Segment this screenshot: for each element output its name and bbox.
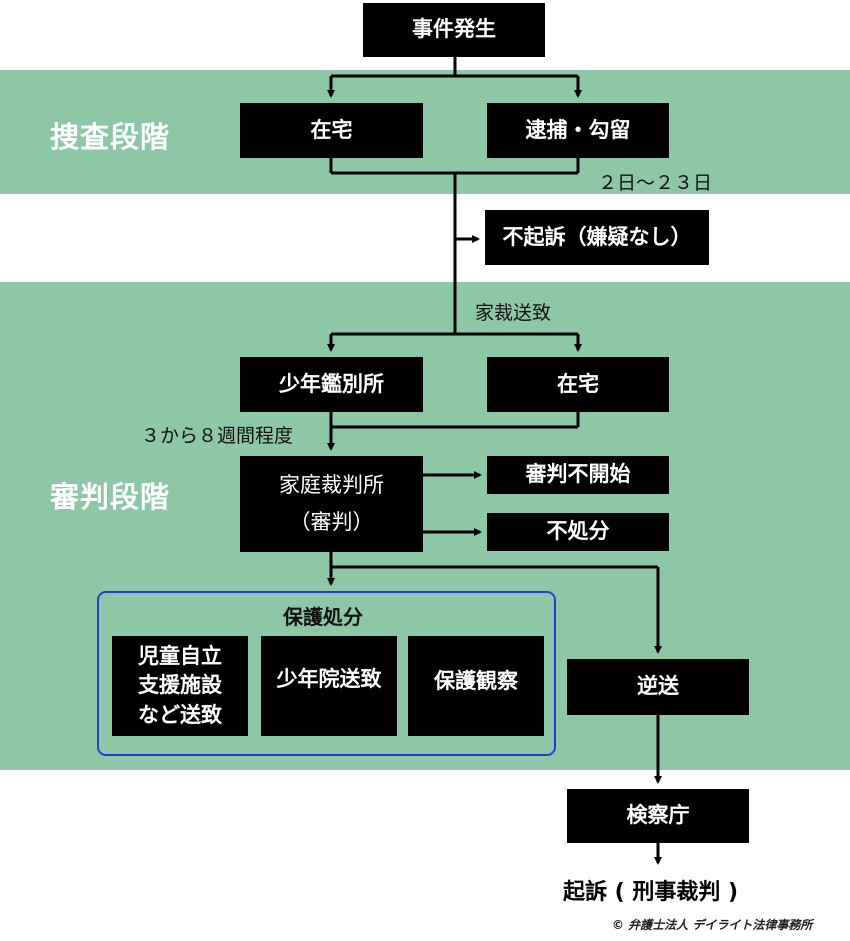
detention-weeks-label: ３から８週間程度 bbox=[141, 425, 294, 447]
at-home-node-investigation: 在宅 bbox=[240, 103, 423, 158]
protective-disposition-title: 保護処分 bbox=[283, 605, 363, 629]
prosecutor-office-node: 検察庁 bbox=[567, 789, 749, 843]
juvenile-detention-center-node: 少年鑑別所 bbox=[240, 357, 423, 412]
protective-item-probation: 保護観察 bbox=[408, 636, 544, 736]
protective-disposition-group bbox=[97, 591, 556, 756]
copyright-notice: © 弁護士法人 デイライト法律事務所 bbox=[612, 918, 813, 932]
indictment-criminal-trial-label: 起訴 ( 刑事裁判 ) bbox=[563, 880, 739, 905]
detention-period-label: ２日～２３日 bbox=[598, 172, 713, 194]
family-court-node: 家庭裁判所 （審判） bbox=[240, 456, 423, 552]
family-court-line1: 家庭裁判所 bbox=[279, 472, 384, 497]
protective-item-2-label: 少年院送致 bbox=[276, 667, 382, 691]
arrest-detention-node: 逮捕・勾留 bbox=[487, 103, 669, 158]
at-home-node-trial: 在宅 bbox=[487, 357, 669, 412]
investigation-stage-label: 捜査段階 bbox=[50, 120, 171, 154]
no-hearing-node: 審判不開始 bbox=[487, 456, 669, 494]
trial-stage-label: 審判段階 bbox=[50, 480, 171, 514]
no-prosecution-node: 不起訴（嫌疑なし） bbox=[485, 210, 709, 265]
reverse-transfer-node: 逆送 bbox=[567, 659, 749, 715]
incident-node: 事件発生 bbox=[363, 3, 545, 57]
family-court-referral-label: 家裁送致 bbox=[475, 302, 552, 324]
protective-item-1-line2: 支援施設 bbox=[138, 673, 222, 698]
protective-item-juvenile-training-school: 少年院送致 bbox=[261, 636, 397, 736]
protective-item-1-line3: など送致 bbox=[138, 702, 222, 727]
protective-item-3-label: 保護観察 bbox=[434, 669, 518, 693]
family-court-line2: （審判） bbox=[289, 510, 374, 534]
no-disposition-node: 不処分 bbox=[487, 513, 669, 551]
protective-item-1-line1: 児童自立 bbox=[138, 643, 222, 668]
protective-item-child-support-facility: 児童自立 支援施設 など送致 bbox=[112, 636, 248, 736]
